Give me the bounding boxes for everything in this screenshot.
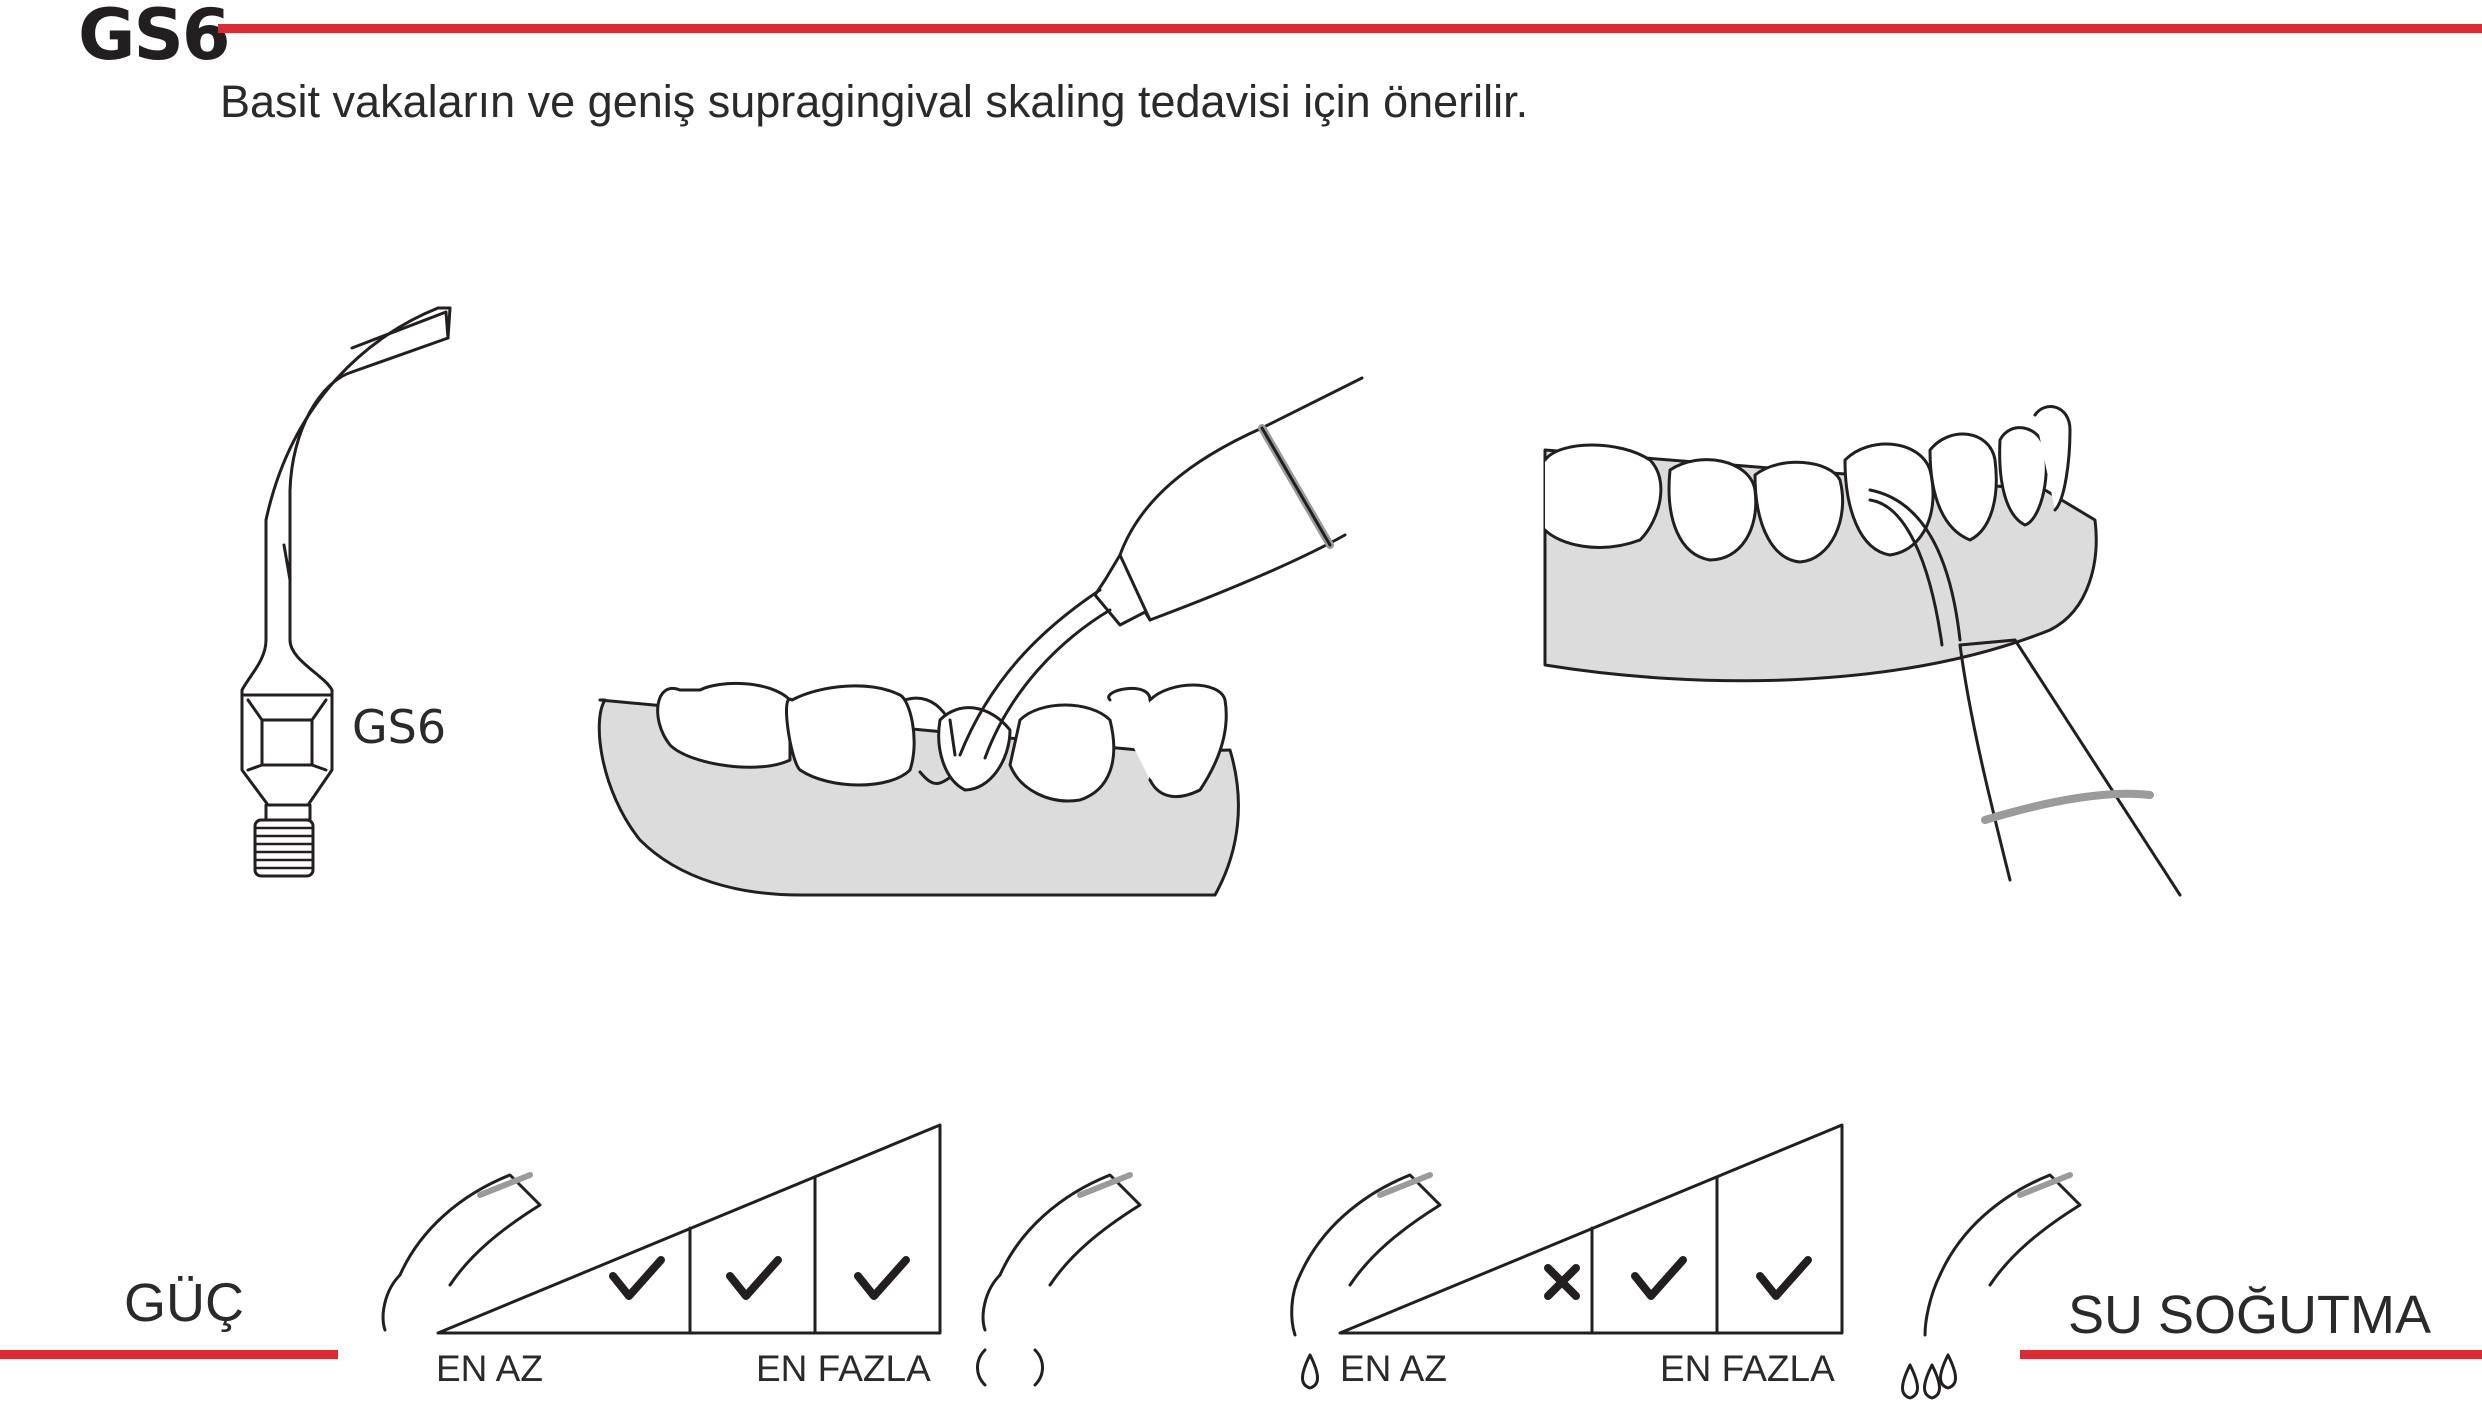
water-min-label: EN AZ <box>1340 1348 1447 1389</box>
power-level-2-check-icon <box>726 1256 782 1300</box>
power-level-1-check-icon <box>609 1256 665 1300</box>
upper-jaw-illustration <box>1543 405 2182 897</box>
water-level-2-check-icon <box>1631 1256 1687 1300</box>
power-divider <box>0 1350 338 1359</box>
power-min-label: EN AZ <box>436 1348 543 1389</box>
water-divider <box>2020 1350 2482 1359</box>
power-level-3-check-icon <box>854 1256 910 1300</box>
tip-label: GS6 <box>352 700 447 754</box>
title-divider <box>218 24 2482 33</box>
water-level-1-cross-icon <box>1544 1264 1580 1300</box>
lower-jaw-illustration <box>597 376 1364 897</box>
water-level-3-check-icon <box>1756 1256 1812 1300</box>
water-cooling-label: SU SOĞUTMA <box>2068 1285 2432 1345</box>
gs6-tip-icon <box>240 306 452 878</box>
power-label: GÜÇ <box>124 1273 244 1333</box>
water-max-label: EN FAZLA <box>1660 1348 1835 1389</box>
page-title: GS6 <box>78 0 231 76</box>
power-max-label: EN FAZLA <box>756 1348 931 1389</box>
page-subtitle: Basit vakaların ve geniş supragingival s… <box>220 76 1529 127</box>
